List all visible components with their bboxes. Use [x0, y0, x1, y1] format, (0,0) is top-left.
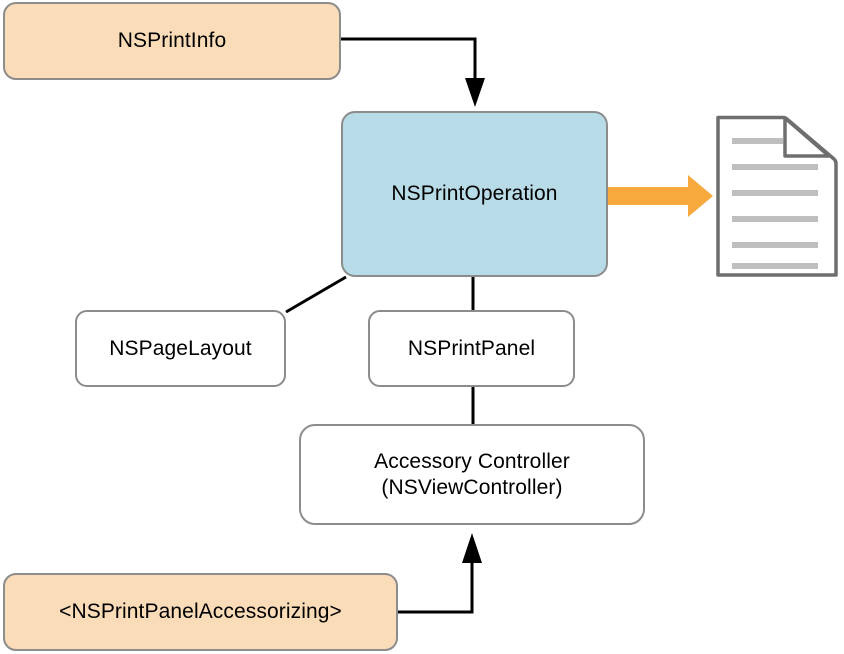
document-page-icon: [716, 115, 838, 277]
node-nsprintinfo[interactable]: NSPrintInfo: [3, 2, 341, 80]
node-nsprintpanel-label: NSPrintPanel: [407, 336, 536, 360]
edge-printoperation-to-document: [607, 175, 713, 217]
node-nsprintinfo-label: NSPrintInfo: [117, 29, 227, 52]
node-nsprintpanelaccessorizing[interactable]: <NSPrintPanelAccessorizing>: [3, 573, 398, 651]
node-nsprintpanel[interactable]: NSPrintPanel: [368, 310, 575, 387]
document-text-lines: [732, 138, 818, 269]
node-nsprintoperation-label: NSPrintOperation: [391, 182, 558, 205]
node-nspagelayout-label: NSPageLayout: [109, 336, 252, 360]
edge-printoperation-to-pagelayout: [285, 275, 347, 314]
node-accessory-controller-label: Accessory Controller (NSViewController): [374, 449, 570, 499]
node-accessory-controller[interactable]: Accessory Controller (NSViewController): [299, 424, 645, 525]
node-nspagelayout[interactable]: NSPageLayout: [75, 310, 286, 387]
arrowhead-down-icon: [465, 78, 485, 107]
arrowhead-up-icon: [462, 533, 482, 563]
edge-printinfo-to-printoperation: [341, 37, 485, 107]
node-nsprintoperation[interactable]: NSPrintOperation: [341, 111, 608, 277]
node-nsprintpanelaccessorizing-label: <NSPrintPanelAccessorizing>: [59, 600, 342, 623]
accent-block-arrow-icon: [607, 175, 713, 217]
edge-accessorizing-to-accessory: [398, 533, 482, 614]
